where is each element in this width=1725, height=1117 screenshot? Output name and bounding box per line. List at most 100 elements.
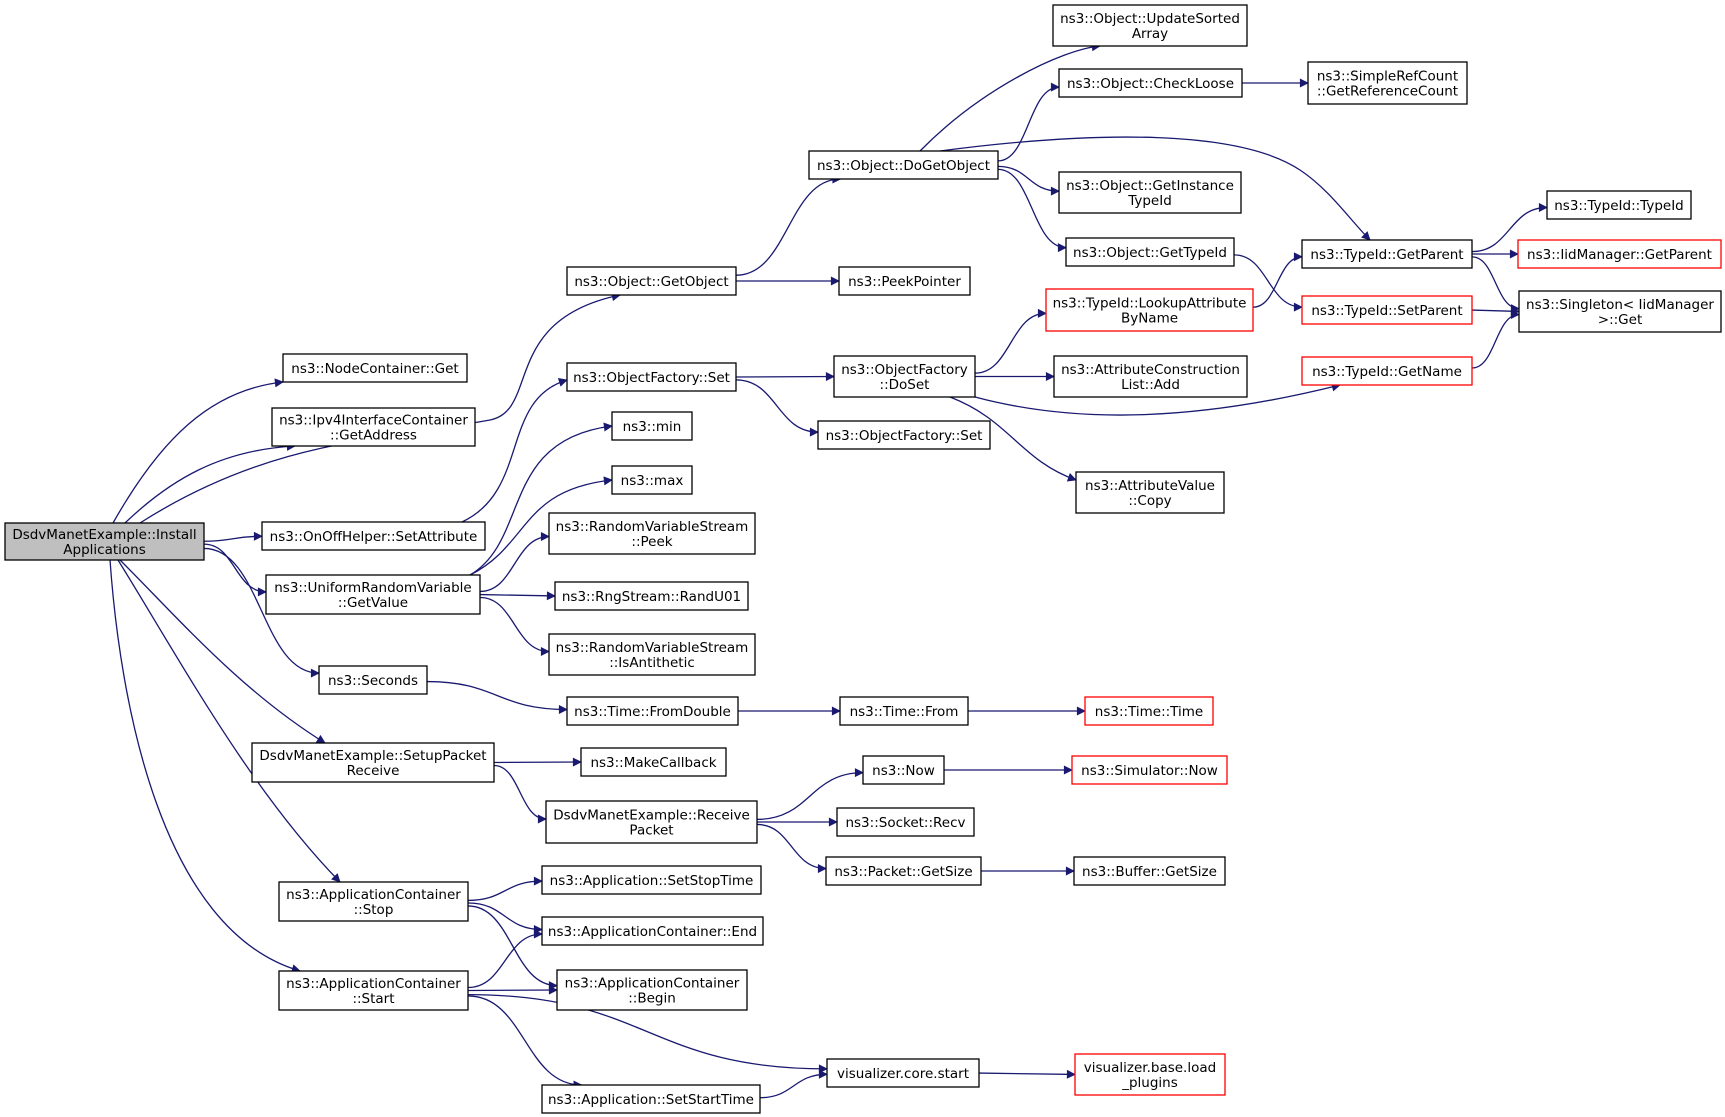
node-box[interactable] bbox=[261, 521, 486, 551]
node-box[interactable] bbox=[265, 574, 481, 615]
node-box[interactable] bbox=[4, 522, 205, 561]
node-box[interactable] bbox=[1052, 4, 1248, 47]
node-makecallback[interactable]: ns3::MakeCallback bbox=[580, 747, 727, 777]
node-object-dogetobject[interactable]: ns3::Object::DoGetObject bbox=[808, 150, 999, 180]
node-box[interactable] bbox=[1546, 190, 1692, 220]
node-seconds[interactable]: ns3::Seconds bbox=[318, 665, 428, 695]
node-box[interactable] bbox=[1058, 171, 1242, 214]
node-object-checkloose[interactable]: ns3::Object::CheckLoose bbox=[1058, 68, 1243, 98]
node-rngstream-randu01[interactable]: ns3::RngStream::RandU01 bbox=[554, 581, 749, 611]
node-box[interactable] bbox=[862, 755, 945, 785]
node-buffer-getsize[interactable]: ns3::Buffer::GetSize bbox=[1073, 856, 1226, 886]
node-box[interactable] bbox=[278, 970, 469, 1011]
node-box[interactable] bbox=[611, 411, 693, 441]
node-box[interactable] bbox=[251, 742, 495, 783]
node-uniform-getvalue[interactable]: ns3::UniformRandomVariable::GetValue bbox=[265, 574, 481, 615]
node-typeid-getname[interactable]: ns3::TypeId::GetName bbox=[1301, 356, 1473, 386]
node-box[interactable] bbox=[1053, 355, 1248, 398]
node-box[interactable] bbox=[282, 353, 468, 383]
node-simplerefcount-getrefcount[interactable]: ns3::SimpleRefCount::GetReferenceCount bbox=[1307, 61, 1468, 105]
node-box[interactable] bbox=[1045, 288, 1254, 332]
node-box[interactable] bbox=[1065, 237, 1235, 267]
node-box[interactable] bbox=[541, 865, 762, 895]
node-typeid-setparent[interactable]: ns3::TypeId::SetParent bbox=[1301, 295, 1473, 325]
node-typeid-typeid[interactable]: ns3::TypeId::TypeId bbox=[1546, 190, 1692, 220]
node-min[interactable]: ns3::min bbox=[611, 411, 693, 441]
node-box[interactable] bbox=[1301, 239, 1473, 269]
node-time-time[interactable]: ns3::Time::Time bbox=[1084, 696, 1214, 726]
node-box[interactable] bbox=[554, 581, 749, 611]
node-box[interactable] bbox=[580, 747, 727, 777]
node-appcontainer-end[interactable]: ns3::ApplicationContainer::End bbox=[541, 916, 764, 946]
node-appcontainer-begin[interactable]: ns3::ApplicationContainer::Begin bbox=[556, 969, 748, 1011]
node-object-gettypeid[interactable]: ns3::Object::GetTypeId bbox=[1065, 237, 1235, 267]
node-box[interactable] bbox=[541, 916, 764, 946]
node-box[interactable] bbox=[808, 150, 999, 180]
node-onoff-setattribute[interactable]: ns3::OnOffHelper::SetAttribute bbox=[261, 521, 486, 551]
node-box[interactable] bbox=[278, 881, 469, 922]
node-box[interactable] bbox=[825, 856, 982, 886]
node-objectfactory-set2[interactable]: ns3::ObjectFactory::Set bbox=[817, 420, 991, 450]
node-box[interactable] bbox=[566, 362, 737, 392]
node-box[interactable] bbox=[545, 800, 758, 844]
node-box[interactable] bbox=[1058, 68, 1243, 98]
node-box[interactable] bbox=[1517, 239, 1722, 269]
node-box[interactable] bbox=[839, 696, 969, 726]
node-rvs-peek[interactable]: ns3::RandomVariableStream::Peek bbox=[548, 512, 756, 555]
node-box[interactable] bbox=[541, 1084, 761, 1114]
node-box[interactable] bbox=[566, 266, 737, 296]
node-viz-base-loadplugins[interactable]: visualizer.base.load_plugins bbox=[1074, 1053, 1226, 1096]
node-time-fromdouble[interactable]: ns3::Time::FromDouble bbox=[566, 696, 739, 726]
node-objectfactory-set1[interactable]: ns3::ObjectFactory::Set bbox=[566, 362, 737, 392]
node-box[interactable] bbox=[556, 969, 748, 1011]
node-box[interactable] bbox=[1075, 471, 1225, 514]
node-appcontainer-start[interactable]: ns3::ApplicationContainer::Start bbox=[278, 970, 469, 1011]
node-box[interactable] bbox=[1084, 696, 1214, 726]
node-app-setstoptime[interactable]: ns3::Application::SetStopTime bbox=[541, 865, 762, 895]
node-peekpointer[interactable]: ns3::PeekPointer bbox=[838, 266, 971, 296]
node-socket-recv[interactable]: ns3::Socket::Recv bbox=[836, 807, 975, 837]
node-typeid-getparent[interactable]: ns3::TypeId::GetParent bbox=[1301, 239, 1473, 269]
node-box[interactable] bbox=[817, 420, 991, 450]
node-box[interactable] bbox=[548, 512, 756, 555]
node-box[interactable] bbox=[1307, 61, 1468, 105]
node-box[interactable] bbox=[611, 465, 693, 495]
node-box[interactable] bbox=[833, 355, 976, 398]
node-box[interactable] bbox=[1071, 755, 1228, 785]
node-box[interactable] bbox=[271, 407, 476, 447]
node-box[interactable] bbox=[1073, 856, 1226, 886]
node-iidmanager-getparent[interactable]: ns3::IidManager::GetParent bbox=[1517, 239, 1722, 269]
node-packet-getsize[interactable]: ns3::Packet::GetSize bbox=[825, 856, 982, 886]
node-singleton-get[interactable]: ns3::Singleton< IidManager>::Get bbox=[1518, 290, 1722, 333]
node-box[interactable] bbox=[318, 665, 428, 695]
node-box[interactable] bbox=[1518, 290, 1722, 333]
node-simulator-now[interactable]: ns3::Simulator::Now bbox=[1071, 755, 1228, 785]
node-rvs-isantithetic[interactable]: ns3::RandomVariableStream::IsAntithetic bbox=[548, 633, 756, 676]
node-app-setstarttime[interactable]: ns3::Application::SetStartTime bbox=[541, 1084, 761, 1114]
node-max[interactable]: ns3::max bbox=[611, 465, 693, 495]
node-time-from[interactable]: ns3::Time::From bbox=[839, 696, 969, 726]
node-box[interactable] bbox=[1074, 1053, 1226, 1096]
node-ipv4-getaddress[interactable]: ns3::Ipv4InterfaceContainer::GetAddress bbox=[271, 407, 476, 447]
node-box[interactable] bbox=[548, 633, 756, 676]
node-viz-core-start[interactable]: visualizer.core.start bbox=[826, 1058, 980, 1088]
node-box[interactable] bbox=[836, 807, 975, 837]
node-appcontainer-stop[interactable]: ns3::ApplicationContainer::Stop bbox=[278, 881, 469, 922]
node-object-getobject[interactable]: ns3::Object::GetObject bbox=[566, 266, 737, 296]
node-box[interactable] bbox=[1301, 356, 1473, 386]
node-box[interactable] bbox=[838, 266, 971, 296]
node-attributevalue-copy[interactable]: ns3::AttributeValue::Copy bbox=[1075, 471, 1225, 514]
node-box[interactable] bbox=[826, 1058, 980, 1088]
node-box[interactable] bbox=[1301, 295, 1473, 325]
node-objectfactory-doset[interactable]: ns3::ObjectFactory::DoSet bbox=[833, 355, 976, 398]
node-nodecontainer-get[interactable]: ns3::NodeContainer::Get bbox=[282, 353, 468, 383]
node-now[interactable]: ns3::Now bbox=[862, 755, 945, 785]
node-box[interactable] bbox=[566, 696, 739, 726]
